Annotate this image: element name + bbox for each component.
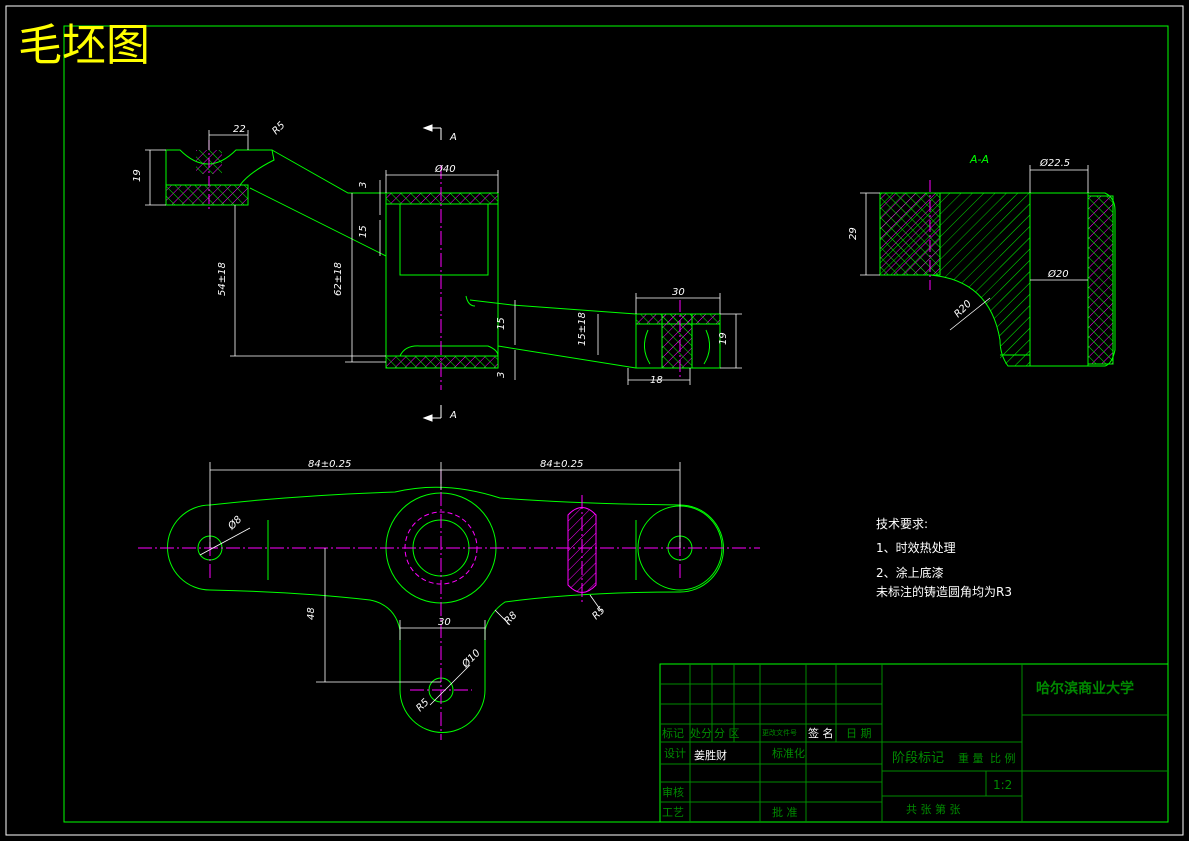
tb-count: 处分 bbox=[690, 727, 712, 740]
dim-62: 62±18 bbox=[333, 262, 344, 296]
tb-sign: 签 名 bbox=[808, 726, 834, 740]
tb-stage: 阶段标记 bbox=[892, 751, 944, 766]
notes-heading: 技术要求: bbox=[876, 517, 928, 531]
front-view bbox=[165, 140, 721, 390]
dim-r5-slot: R5 bbox=[590, 605, 607, 622]
dim-r8: R8 bbox=[502, 610, 519, 627]
dim-boss-dia: Ø40 bbox=[434, 163, 456, 175]
dim-aa-outer: Ø22.5 bbox=[1039, 157, 1070, 169]
tb-design: 设计 bbox=[664, 747, 686, 760]
title-block-grid bbox=[659, 663, 1169, 823]
dim-r5-bottom: R5 bbox=[414, 697, 431, 714]
tb-review: 审核 bbox=[662, 785, 684, 799]
tb-date: 日 期 bbox=[846, 727, 872, 740]
tb-weight: 重 量 bbox=[958, 751, 984, 765]
plan-view bbox=[167, 486, 724, 733]
dim-19-right: 19 bbox=[718, 332, 729, 345]
dim-15-lower: 15 bbox=[496, 317, 507, 330]
section-marks bbox=[422, 124, 442, 422]
dim-aa-radius: R20 bbox=[952, 298, 974, 320]
tb-std: 标准化 bbox=[772, 746, 805, 760]
plan-dim-lines bbox=[199, 462, 681, 706]
tb-scale: 1:2 bbox=[993, 778, 1012, 792]
section-aa-label: A-A bbox=[969, 153, 989, 166]
dim-top-width: 22 bbox=[233, 124, 246, 135]
inner-frame bbox=[63, 25, 1169, 823]
section-mark-a-top: A bbox=[449, 132, 457, 143]
section-mark-a-bottom: A bbox=[449, 410, 457, 421]
tb-docno: 更改文件号 bbox=[762, 728, 797, 737]
dim-hole-left: Ø8 bbox=[225, 514, 244, 533]
dim-cut-top: 3 bbox=[358, 182, 369, 188]
dim-30-right: 30 bbox=[672, 287, 685, 298]
dim-left-height: 19 bbox=[132, 169, 143, 182]
section-aa-dim-lines bbox=[860, 165, 1089, 331]
tb-scale-label: 比 例 bbox=[990, 751, 1016, 765]
tb-sheets: 共 张 第 张 bbox=[906, 802, 961, 816]
tb-approve: 批 准 bbox=[772, 805, 798, 819]
dim-w30-plan: 30 bbox=[438, 617, 451, 628]
dim-18-right: 18 bbox=[650, 375, 663, 386]
tb-mark: 标记 bbox=[662, 726, 684, 740]
notes-item-1: 1、时效热处理 bbox=[876, 540, 956, 555]
dim-15-right: 15±18 bbox=[577, 312, 588, 346]
notes-item-2: 2、涂上底漆 bbox=[876, 565, 944, 580]
sheet-title: 毛坯图 bbox=[18, 20, 150, 71]
dim-span-right: 84±0.25 bbox=[540, 459, 583, 470]
dim-15-upper: 15 bbox=[358, 225, 369, 238]
tb-designer: 姜胜财 bbox=[694, 748, 727, 762]
dim-aa-height: 29 bbox=[848, 227, 859, 240]
tb-zone: 分 区 bbox=[714, 727, 740, 740]
dim-r5-top: R5 bbox=[270, 120, 287, 137]
dim-hole-bottom: Ø10 bbox=[459, 647, 483, 671]
section-aa-view bbox=[879, 180, 1116, 367]
dim-aa-bore: Ø20 bbox=[1047, 268, 1069, 280]
notes-item-3: 未标注的铸造圆角均为R3 bbox=[876, 584, 1012, 599]
outer-border bbox=[5, 5, 1184, 836]
tb-process: 工艺 bbox=[662, 806, 684, 819]
dim-h48: 48 bbox=[306, 607, 317, 620]
dim-cut-bottom: 3 bbox=[496, 372, 507, 378]
school-name: 哈尔滨商业大学 bbox=[1036, 680, 1134, 697]
dim-span-left: 84±0.25 bbox=[308, 459, 351, 470]
dim-54: 54±18 bbox=[217, 262, 228, 296]
front-dim-lines bbox=[145, 130, 742, 385]
